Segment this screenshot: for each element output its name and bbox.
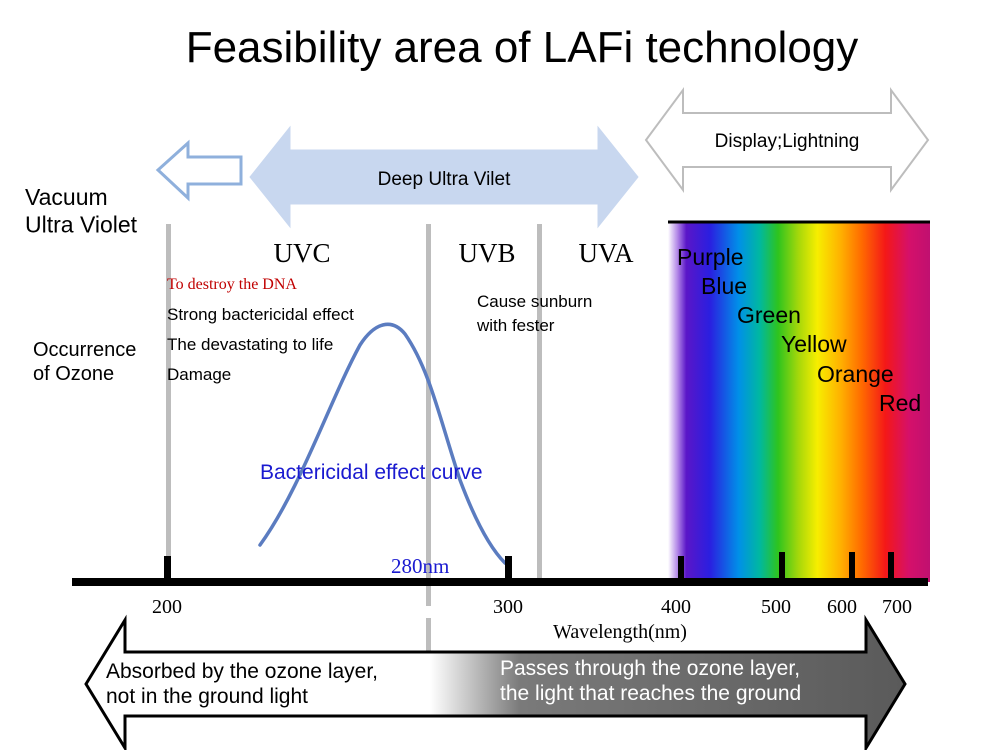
tick-mark-400 [678,556,684,580]
tick-label-600: 600 [827,596,857,618]
divider-280 [426,224,431,606]
curve-label: Bactericidal effect curve [260,461,483,484]
tick-mark-300 [505,556,512,580]
divider-315 [537,224,542,580]
ozone-layer-arrow [84,614,907,750]
tick-label-700: 700 [882,596,912,618]
divider-280-below [426,618,431,652]
uvb-note-1: Cause sunburn [477,292,592,311]
wavelength-axis [72,578,928,586]
display-label: Display;Lightning [715,131,860,152]
axis-label: Wavelength(nm) [553,621,687,643]
tick-mark-600 [849,552,855,580]
tick-mark-700 [888,552,894,580]
uvb-note-2: with fester [476,316,555,335]
tick-label-400: 400 [661,596,691,618]
tick-label-500: 500 [761,596,791,618]
divider-200 [166,224,171,580]
tick-label-200: 200 [152,596,182,618]
visible-spectrum [668,222,930,582]
absorbed-text: Absorbed by the ozone layer,not in the g… [106,660,378,708]
tick-mark-500 [779,552,785,580]
color-name-orange: Orange [817,361,894,387]
uvc-note-3: Damage [167,365,231,384]
color-name-purple: Purple [677,244,743,270]
uvc-note-1: Strong bactericidal effect [167,305,354,324]
page-title: Feasibility area of LAFi technology [186,23,859,72]
deep-uv-arrow [249,125,639,229]
passes-text: Passes through the ozone layer,the light… [500,657,801,705]
uva-label: UVA [578,238,634,268]
vacuum-uv-arrow [155,139,243,202]
display-arrow [644,86,930,194]
color-name-red: Red [879,390,921,416]
tick-mark-200 [164,556,171,580]
uvc-note-dna: To destroy the DNA [167,276,297,293]
color-name-blue: Blue [701,273,747,299]
uvc-note-2: The devastating to life [167,335,333,354]
bactericidal-curve [258,322,507,565]
uvc-label: UVC [273,238,330,268]
uvb-label: UVB [458,238,515,268]
deep-uv-label: Deep Ultra Vilet [378,169,511,190]
color-name-green: Green [737,302,801,328]
marker-280-label: 280nm [391,554,449,578]
tick-label-300: 300 [493,596,523,618]
color-name-yellow: Yellow [781,331,847,357]
